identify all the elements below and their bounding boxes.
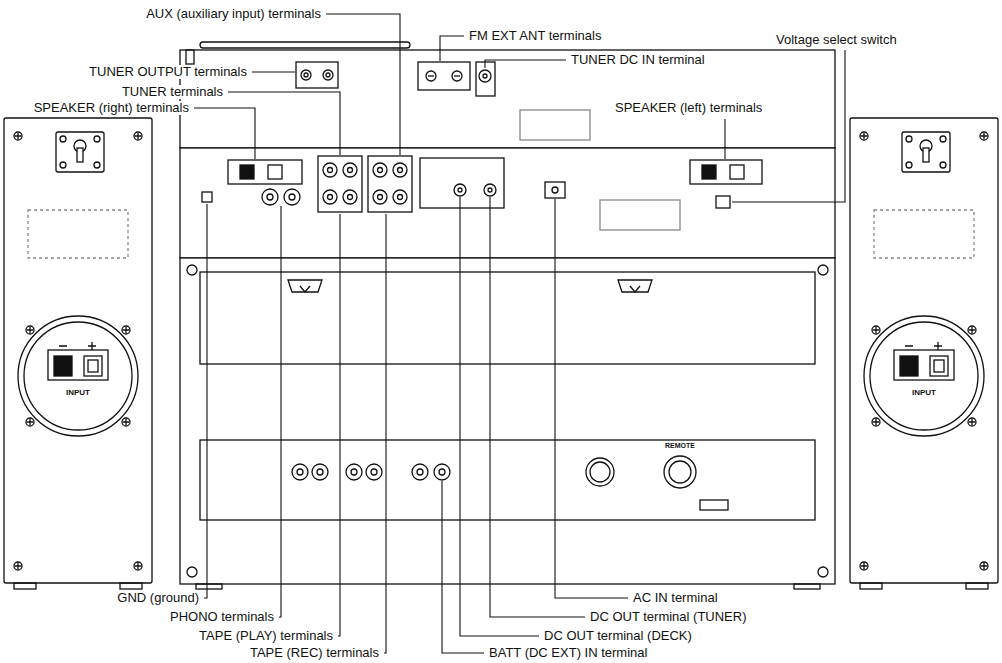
callout-label: AUX (auxiliary input) terminals: [145, 7, 322, 22]
panel-text: REMOTE: [665, 442, 695, 450]
callout-label: FM EXT ANT terminals: [468, 29, 602, 44]
callout-label: TAPE (PLAY) terminals: [198, 629, 334, 644]
callout-label: TUNER DC IN terminal: [570, 53, 706, 68]
callout-label: TUNER OUTPUT terminals: [88, 65, 248, 80]
panel-text: INPUT: [66, 388, 90, 397]
tuner-unit: [180, 42, 835, 148]
cassette-deck-unit: [180, 258, 835, 589]
callout-label: PHONO terminals: [169, 610, 275, 625]
callout-label: BATT (DC EXT) IN terminal: [488, 646, 648, 661]
callout-label: TAPE (REC) terminals: [249, 646, 380, 661]
callout-label: Voltage select switch: [775, 33, 898, 48]
callout-label: AC IN terminal: [632, 591, 719, 606]
callout-label: DC OUT terminal (DECK): [543, 629, 693, 644]
callout-label: GND (ground): [116, 591, 200, 606]
right-speaker: [4, 118, 152, 589]
callout-label: TUNER terminals: [121, 85, 224, 100]
amplifier-unit: [180, 148, 835, 258]
callout-label: SPEAKER (right) terminals: [33, 101, 190, 116]
left-speaker: [850, 118, 998, 589]
panel-text: INPUT: [912, 388, 936, 397]
leader-lines: [194, 14, 845, 653]
callout-label: DC OUT terminal (TUNER): [589, 610, 748, 625]
callout-label: SPEAKER (left) terminals: [614, 101, 763, 116]
